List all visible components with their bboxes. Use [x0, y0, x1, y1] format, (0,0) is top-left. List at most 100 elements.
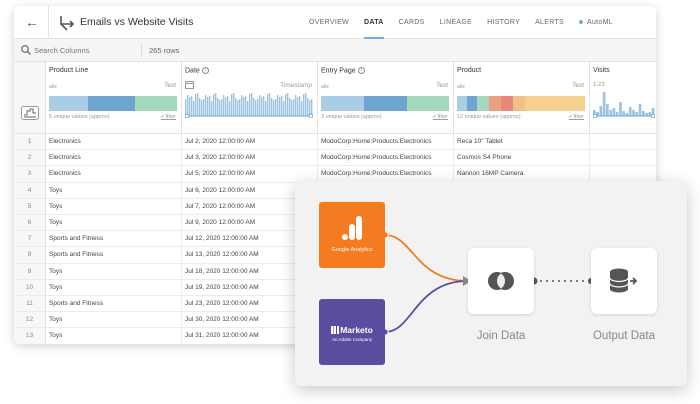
histogram-bar [645, 113, 648, 116]
histogram-bar [203, 99, 205, 116]
search-columns-input[interactable] [34, 43, 134, 57]
info-icon[interactable]: i [357, 67, 365, 74]
table-cell[interactable]: ModoCorp:Home:Products:Electronics [318, 150, 454, 167]
add-filter-link[interactable]: + filter [160, 114, 176, 120]
table-cell[interactable] [590, 134, 656, 151]
column-header-visits[interactable]: Visits 1.23 [590, 62, 656, 134]
histogram-bar [287, 93, 289, 116]
info-icon[interactable]: i [201, 67, 209, 74]
table-cell[interactable]: Toys [46, 215, 182, 232]
histogram-bar [211, 101, 213, 116]
tab-automl[interactable]: AutoML [578, 6, 613, 39]
purple-connector [384, 280, 469, 333]
row-number: 6 [14, 215, 46, 232]
column-header-product[interactable]: Product abc Text 12 unique values (appro… [454, 62, 590, 134]
google-analytics-icon [342, 216, 362, 240]
histogram-bar [615, 112, 619, 116]
tab-data[interactable]: DATA [364, 6, 384, 39]
tab-history[interactable]: HISTORY [487, 19, 521, 26]
histogram-bar [217, 98, 219, 116]
divider [48, 6, 49, 39]
unique-summary: 12 unique values (approx) [457, 114, 521, 120]
range-handle [185, 113, 190, 118]
table-cell[interactable]: Sports and Fitness [46, 296, 182, 313]
histogram-bar [301, 101, 303, 116]
table-cell[interactable]: Sports and Fitness [46, 231, 182, 248]
join-icon [488, 272, 514, 290]
histogram-bar [297, 97, 299, 116]
column-type: Text [572, 82, 584, 89]
histogram-bar [237, 100, 239, 116]
table-cell[interactable]: Toys [46, 312, 182, 329]
table-cell[interactable]: Reca 10" Tablet [454, 134, 590, 151]
histogram-bar [279, 97, 281, 116]
dataset-title: Emails vs Website Visits [80, 16, 194, 28]
column-type: Timestamp [280, 82, 312, 89]
histogram-bar [255, 100, 257, 116]
histogram-bar [205, 95, 207, 116]
table-cell[interactable]: Electronics [46, 150, 182, 167]
tab-bar: OVERVIEW DATA CARDS LINEAGE HISTORY ALER… [309, 6, 628, 39]
column-header-product-line[interactable]: Product Line abc Text 5 unique values (a… [46, 62, 182, 134]
row-number: 1 [14, 134, 46, 151]
top-bar: ← Emails vs Website Visits OVERVIEW DATA… [14, 6, 656, 39]
table-cell[interactable]: Toys [46, 328, 182, 344]
add-filter-link[interactable]: + filter [432, 114, 448, 120]
value-distribution-bar [321, 96, 449, 111]
histogram-bar [213, 94, 215, 116]
histogram-bar [223, 95, 225, 116]
histogram-bar [185, 99, 187, 116]
tab-cards[interactable]: CARDS [398, 19, 425, 26]
table-cell[interactable]: Electronics [46, 134, 182, 151]
table-cell[interactable]: Toys [46, 263, 182, 280]
back-arrow-icon[interactable]: ← [25, 14, 39, 30]
tab-alerts[interactable]: ALERTS [535, 19, 564, 26]
tab-lineage[interactable]: LINEAGE [439, 19, 473, 26]
tab-overview[interactable]: OVERVIEW [309, 19, 350, 26]
histogram-bar [219, 100, 221, 116]
type-abc-label: abc [321, 84, 330, 90]
table-cell[interactable]: Electronics [46, 166, 182, 183]
join-data-node[interactable] [468, 248, 534, 314]
table-cell[interactable]: Jul 2, 2020 12:00:00 AM [182, 134, 318, 151]
tab-automl-label: AutoML [586, 19, 613, 26]
gutter-header [14, 62, 46, 134]
marketo-logo-icon [331, 326, 340, 334]
table-cell[interactable] [590, 150, 656, 167]
column-stats-icon[interactable] [21, 106, 39, 120]
histogram-bar [235, 98, 237, 116]
histogram-bar [593, 110, 596, 116]
table-cell[interactable]: Jul 3, 2020 12:00:00 AM [182, 150, 318, 167]
histogram-bar [291, 100, 293, 116]
histogram-bar [596, 112, 599, 116]
histogram-bar [251, 93, 253, 116]
histogram-bar [195, 94, 197, 116]
table-cell[interactable]: Toys [46, 182, 182, 199]
date-histogram[interactable] [185, 90, 313, 118]
output-data-node[interactable] [591, 248, 657, 314]
histogram-bar [305, 93, 307, 116]
table-cell[interactable]: Toys [46, 198, 182, 215]
histogram-bar [628, 107, 632, 116]
table-cell[interactable]: Jul 5, 2020 12:00:00 AM [182, 166, 318, 183]
marketo-source[interactable]: Marketo An Adobe Company [319, 299, 385, 365]
column-type: Text [164, 82, 176, 89]
table-cell[interactable]: Toys [46, 279, 182, 296]
table-cell[interactable]: ModoCorp:Home:Products:Electronics [318, 134, 454, 151]
table-cell[interactable]: Cosmos S4 Phone [454, 150, 590, 167]
histogram-bar [619, 102, 622, 116]
google-analytics-source[interactable]: Google Analytics [319, 202, 385, 268]
histogram-bar [273, 100, 275, 116]
column-name: Product [457, 67, 482, 74]
visits-histogram[interactable] [593, 90, 655, 118]
column-name: Entry Page [321, 67, 356, 75]
histogram-bar [641, 111, 645, 116]
add-filter-link[interactable]: + filter [568, 114, 584, 120]
row-count: 265 rows [149, 46, 180, 55]
row-number: 12 [14, 312, 46, 329]
table-cell[interactable]: Sports and Fitness [46, 247, 182, 264]
histogram-bar [271, 98, 273, 116]
histogram-bar [307, 98, 309, 116]
